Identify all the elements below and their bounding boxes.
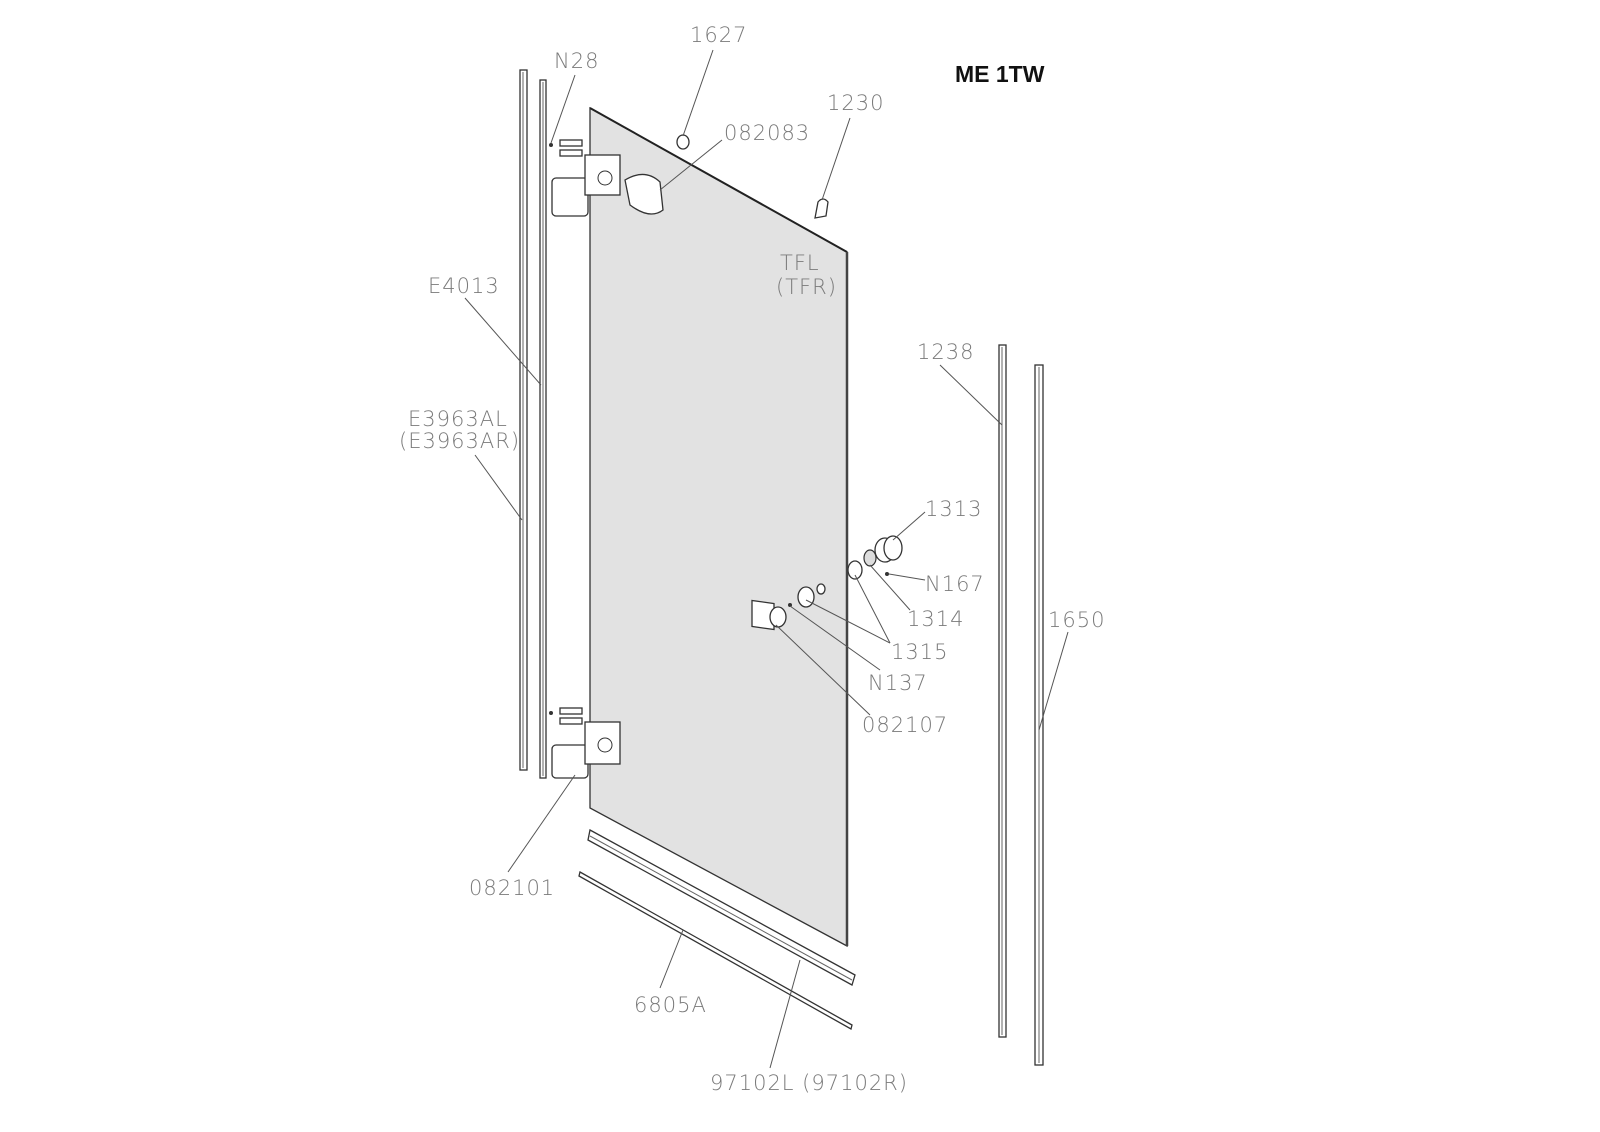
label-6805a: 6805A	[634, 993, 707, 1017]
label-1627: 1627	[690, 23, 747, 47]
profile-1238	[998, 344, 1007, 1038]
label-n28: N28	[554, 49, 599, 73]
label-1230: 1230	[827, 91, 884, 115]
label-1314: 1314	[907, 607, 964, 631]
label-tfl: TFL	[780, 251, 820, 275]
glass-top-edge	[589, 107, 848, 253]
hinge-top	[549, 139, 664, 217]
label-tfr: (TFR)	[776, 275, 837, 299]
label-97102: 97102L (97102R)	[710, 1071, 908, 1095]
label-1650: 1650	[1048, 608, 1105, 632]
label-1238: 1238	[917, 340, 974, 364]
diagram-title: ME 1TW	[955, 61, 1045, 87]
label-082101: 082101	[469, 876, 555, 900]
wall-profile-e3963	[519, 69, 528, 771]
label-082083: 082083	[724, 121, 810, 145]
label-n167: N167	[925, 572, 985, 596]
glass-panel	[589, 106, 848, 948]
label-e3963ar: (E3963AR)	[399, 429, 520, 453]
seal-profile-e4013	[539, 79, 547, 779]
leader-lines	[464, 49, 1069, 1069]
part-1627	[676, 134, 690, 150]
label-e3963al: E3963AL	[408, 407, 508, 431]
part-1230	[814, 198, 829, 219]
knob-assembly	[751, 535, 903, 631]
profile-1650	[1034, 364, 1044, 1066]
label-082107: 082107	[862, 713, 948, 737]
bottom-seal-97102	[587, 829, 856, 986]
drip-strip-6805A	[578, 871, 853, 1030]
label-1313: 1313	[925, 497, 982, 521]
label-1315: 1315	[891, 640, 948, 664]
label-e4013: E4013	[428, 274, 500, 298]
label-n137: N137	[868, 671, 928, 695]
hinge-bottom-082101	[549, 707, 621, 779]
